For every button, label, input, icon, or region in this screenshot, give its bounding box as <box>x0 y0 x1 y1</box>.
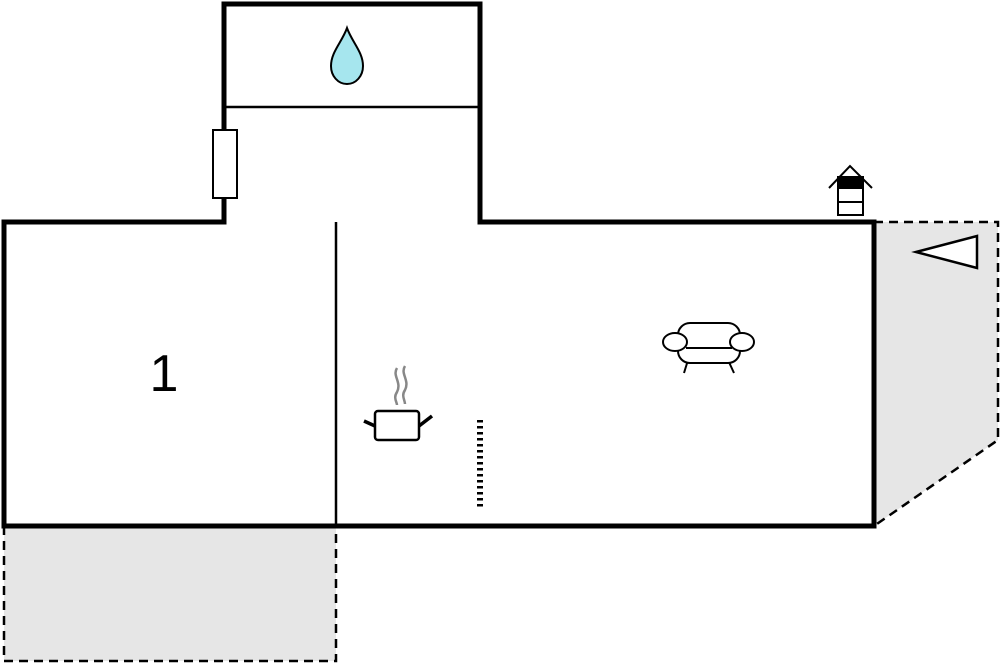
sofa-icon <box>662 322 755 374</box>
outer-walls <box>1 1 877 529</box>
water-drop-icon <box>329 25 365 86</box>
cooking-pot-icon <box>363 365 434 442</box>
compass-arrow-icon <box>911 234 979 270</box>
fireplace-icon <box>828 164 873 216</box>
radiator-icon <box>212 129 238 199</box>
terrace-right <box>873 220 1000 528</box>
bedroom-label: 1 <box>150 345 179 403</box>
terrace-left <box>2 526 338 663</box>
